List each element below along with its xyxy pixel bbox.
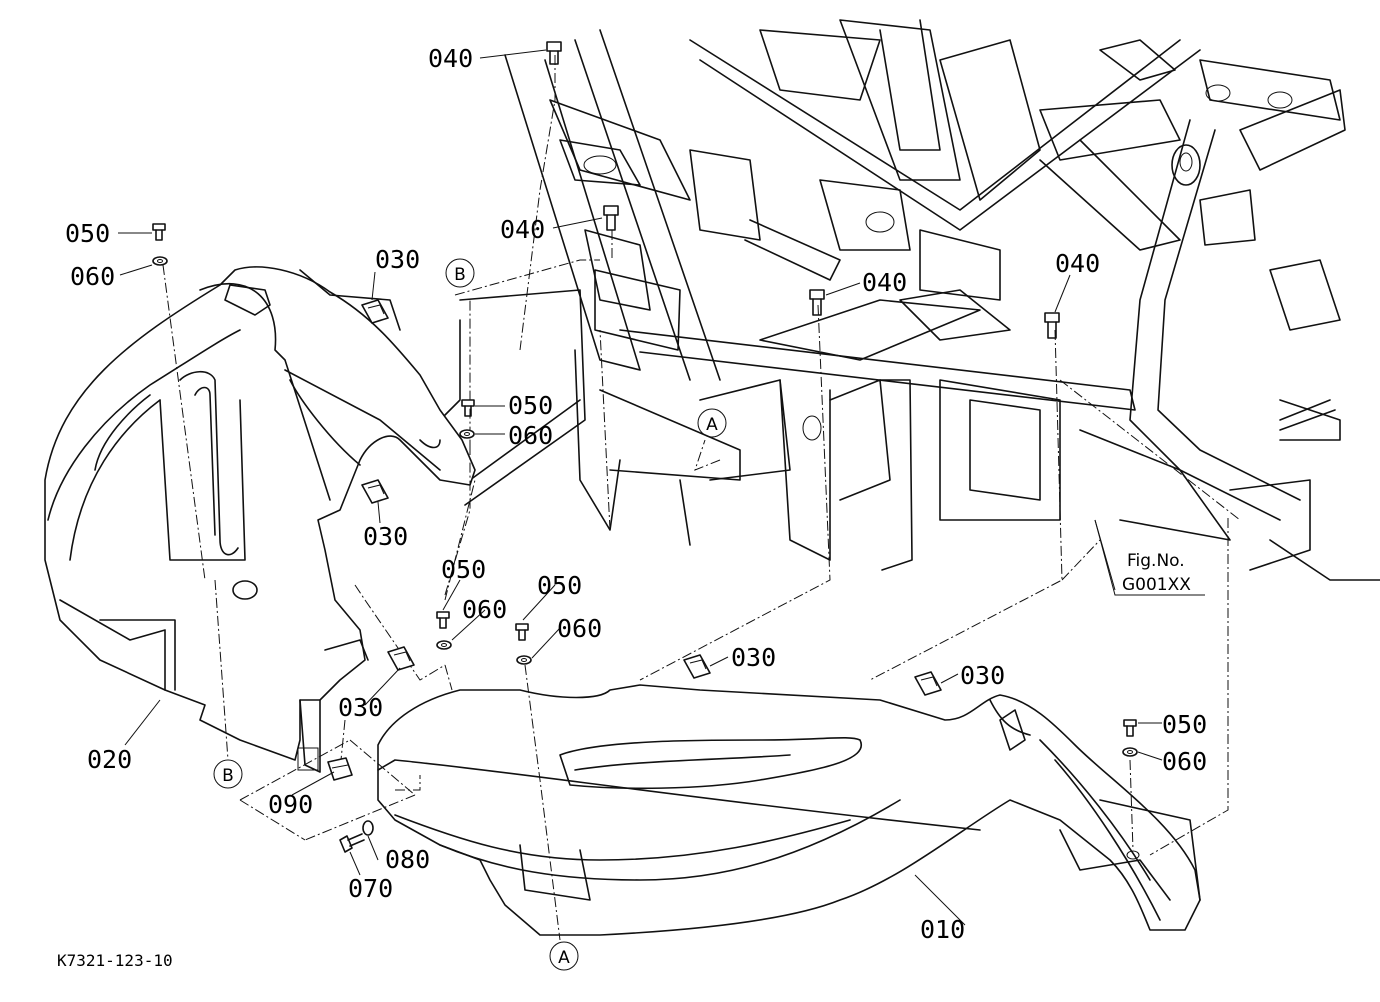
label-040: 040	[428, 44, 473, 73]
clip-030-d	[683, 654, 711, 679]
label-050: 050	[1162, 710, 1207, 739]
svg-text:B: B	[454, 265, 466, 285]
label-030: 030	[731, 643, 776, 672]
reference-markers: B A B A	[213, 258, 727, 971]
label-080: 080	[385, 845, 430, 874]
bolt-040-top	[546, 41, 562, 65]
label-040: 040	[1055, 249, 1100, 278]
label-090: 090	[268, 790, 313, 819]
right-cover-010	[377, 684, 1201, 936]
clip-030-a	[361, 299, 389, 324]
washer-060-b	[459, 429, 475, 439]
label-030: 030	[338, 693, 383, 722]
ref-b-bottom: B	[213, 759, 243, 789]
leader-lines	[118, 49, 1163, 926]
screw-050-d	[515, 623, 529, 641]
ref-a-top: A	[697, 408, 727, 438]
assembly-lines	[162, 55, 1241, 941]
washer-060-d	[516, 655, 532, 665]
drawing-code: K7321-123-10	[57, 951, 173, 970]
part-labels: 040 050 060 030 040 040 040 050 060 030 …	[65, 44, 1207, 944]
label-030: 030	[375, 245, 420, 274]
label-050: 050	[441, 555, 486, 584]
screw-050-c	[436, 611, 450, 629]
bolt-040-mid	[603, 205, 619, 231]
label-050: 050	[508, 391, 553, 420]
screw-050-b	[461, 399, 475, 417]
label-020: 020	[87, 745, 132, 774]
hardware	[152, 41, 1138, 853]
clip-090	[327, 757, 353, 781]
washer-060-e	[1122, 747, 1138, 757]
ref-a-bottom: A	[549, 941, 579, 971]
label-040: 040	[500, 215, 545, 244]
label-030: 030	[960, 661, 1005, 690]
label-060: 060	[508, 421, 553, 450]
bolt-070	[339, 833, 365, 853]
chassis-frame	[439, 19, 1380, 581]
label-060: 060	[462, 595, 507, 624]
label-060: 060	[557, 614, 602, 643]
washer-060-a	[152, 256, 168, 266]
screw-050-e	[1123, 719, 1137, 737]
fig-reference: Fig.No. G001XX	[1094, 519, 1205, 596]
washer-060-c	[436, 640, 452, 650]
clip-030-c	[387, 646, 415, 671]
fig-no-label: Fig.No.	[1127, 551, 1185, 571]
label-050: 050	[65, 219, 110, 248]
left-cover-020	[44, 266, 476, 773]
label-050: 050	[537, 571, 582, 600]
bolt-040-far	[1044, 312, 1060, 339]
clip-030-e	[914, 671, 942, 696]
label-010: 010	[920, 915, 965, 944]
svg-text:B: B	[222, 766, 234, 786]
screw-050-a	[152, 223, 166, 241]
bolt-040-right	[809, 289, 825, 316]
washer-080	[362, 820, 374, 836]
label-060: 060	[1162, 747, 1207, 776]
label-030: 030	[363, 522, 408, 551]
clip-030-b	[361, 479, 389, 504]
label-060: 060	[70, 262, 115, 291]
fig-no-value: G001XX	[1122, 575, 1191, 595]
ref-b-top: B	[445, 258, 475, 288]
label-070: 070	[348, 874, 393, 903]
svg-text:A: A	[706, 415, 718, 435]
svg-text:A: A	[558, 948, 570, 968]
label-040: 040	[862, 268, 907, 297]
